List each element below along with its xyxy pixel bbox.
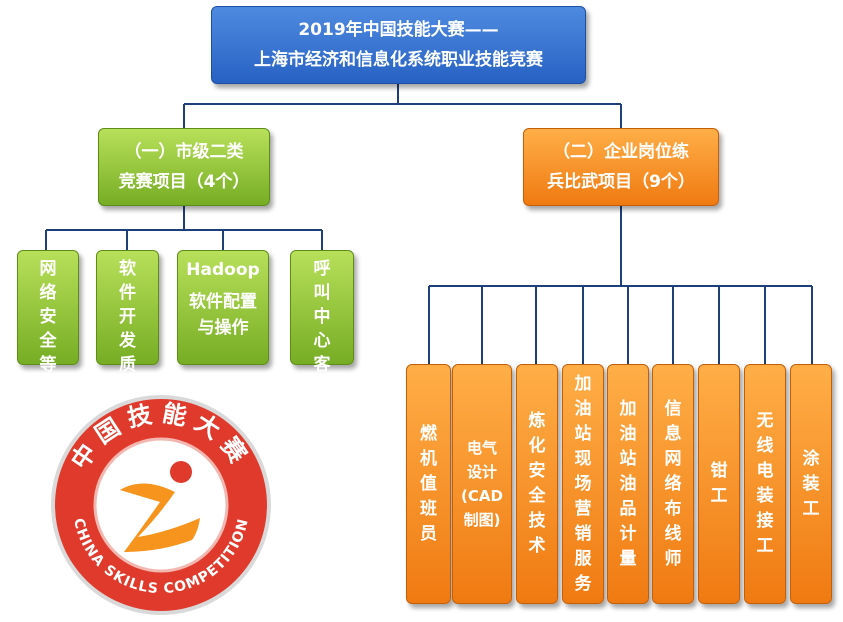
logo-figure-icon [120,461,200,552]
city-item-node: 网络安全等级保护管理 [17,250,79,495]
hadoop-label-line1: Hadoop [186,260,260,280]
enterprise-item-node: 钳工 [698,364,740,604]
enterprise-item-node: 加油站现场营销服务 [562,364,604,604]
cad-label-line4: 制图) [463,511,501,529]
enterprise-item-node: 信息网络布线师 [652,364,694,604]
city-item-node: Hadoop 软件配置与操作 [177,250,269,365]
enterprise-item-node: 电气 设计 (CAD 制图) [452,364,512,604]
category-enterprise-node: （二）企业岗位练 兵比武项目（9个） [523,128,719,206]
root-node: 2019年中国技能大赛—— 上海市经济和信息化系统职业技能竞赛 [211,6,586,84]
enterprise-item-node: 涂装工 [790,364,832,604]
cad-label-line2: 设计 [466,463,497,481]
hadoop-label-line2: 软件配置与操作 [188,292,257,338]
enterprise-item-label: 燃机值班员 [419,423,437,544]
enterprise-item-label: 钳工 [710,461,728,506]
category-city-node: （一）市级二类 竞赛项目（4个） [98,128,270,206]
city-item-label: 网络安全等级保护管理 [39,259,57,495]
city-item-label: 呼叫中心客户服务 [313,259,331,447]
enterprise-item-label: 加油站现场营销服务 [574,373,592,594]
category-city-line2: 竞赛项目（4个） [118,172,250,192]
category-enterprise-line1: （二）企业岗位练 [553,142,689,162]
city-item-node: 呼叫中心客户服务 [290,250,354,447]
enterprise-item-label: 加油站油品计量 [619,398,637,569]
enterprise-item-node: 燃机值班员 [406,364,451,604]
enterprise-item-label: 无线电装接工 [756,411,774,556]
root-title-line1: 2019年中国技能大赛—— [298,20,499,40]
china-skills-logo: 中国技能大赛 CHINA SKILLS COMPETITION [51,395,271,615]
category-city-line1: （一）市级二类 [124,142,244,162]
cad-label-line1: 电气 [466,439,497,457]
city-item-node: 软件开发质量控制 [96,250,159,447]
enterprise-item-label: 炼化安全技术 [528,411,546,556]
enterprise-item-node: 炼化安全技术 [516,364,558,604]
cad-label-line3: (CAD [461,487,503,505]
enterprise-item-node: 加油站油品计量 [607,364,649,604]
enterprise-item-node: 无线电装接工 [744,364,786,604]
enterprise-item-label: 信息网络布线师 [664,398,682,569]
enterprise-item-label: 涂装工 [802,448,820,519]
root-title-line2: 上海市经济和信息化系统职业技能竞赛 [254,50,543,70]
category-enterprise-line2: 兵比武项目（9个） [547,172,695,192]
